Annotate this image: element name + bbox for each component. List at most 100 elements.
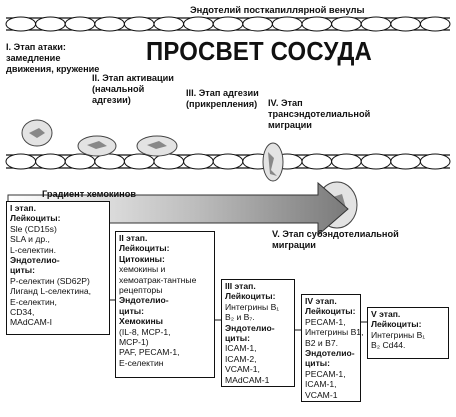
b4-line-6: Эндотелио- (305, 348, 355, 359)
b3-line-3: Интегрины В₁ (225, 301, 280, 312)
b5-line-2: Лейкоциты: (371, 319, 422, 330)
b4-line-3: PECAM-1, (305, 316, 346, 327)
endothelium-top-cell (64, 16, 96, 32)
b5-line-3: Интегрины В₁ (371, 329, 426, 340)
stage-2-label-line-1: II. Этап активации (92, 73, 174, 83)
endothelium-bottom-cell (301, 153, 333, 170)
b2-line-8: циты: (119, 305, 144, 316)
endothelium-top-cell (94, 16, 125, 32)
endothelium-bottom-cell (64, 153, 96, 170)
endothelium-bottom-cell (123, 153, 155, 170)
stage-4-label-line-2: трансэндотелиальной (268, 108, 371, 119)
b3-line-10: MAdCAM-1 (225, 374, 270, 385)
b5-line-4: В₂ Cd44. (371, 340, 406, 351)
b4-line-5: B2 и B7. (305, 337, 338, 348)
endothelium-top-cell (360, 16, 392, 32)
b4-line-4: Интегрины B1, (305, 327, 364, 338)
leukocyte-stage-4 (262, 142, 284, 182)
stage-1-label-line-3: движения, кружение (6, 63, 100, 74)
endothelium-top-cell (242, 16, 273, 32)
b4-line-2: Лейкоциты: (305, 306, 356, 317)
endothelium-bottom-cell (360, 153, 392, 170)
endothelium-top (5, 16, 451, 32)
stage-2-label: II. Этап активации (начальной адгезии) (92, 73, 174, 105)
leukocyte-stage-2 (77, 135, 117, 157)
b3-line-2: Лейкоциты: (225, 291, 276, 302)
leukocyte-1-nucleus (29, 128, 45, 138)
endothelium-bottom-cell (331, 153, 362, 170)
endothelium-top-cell (301, 16, 333, 32)
b4-line-10: VCAM-1 (305, 389, 338, 400)
b1-line-2: Лейкоциты: (10, 213, 61, 224)
b1-line-9: Лиганд L-селектина, (10, 286, 92, 297)
b1-line-5: L-селектин. (10, 244, 56, 255)
b2-line-3: Цитокины: (119, 253, 165, 264)
endothelium-bottom-cell (35, 153, 66, 170)
vessel-title: Эндотелий посткапиллярной венулы (190, 4, 365, 15)
endothelium-top-cell (123, 16, 155, 32)
b3-line-5: Эндотелио- (225, 322, 275, 333)
leukocyte-stage-1 (21, 119, 53, 147)
b1-line-12: MAdCAM-I (10, 317, 53, 328)
b4-line-8: PECAM-1, (305, 368, 346, 379)
b4-line-9: ICAM-1, (305, 379, 337, 390)
stage-3-label-line-2: (прикрепления) (186, 98, 258, 109)
leukocyte-4-nucleus (268, 152, 277, 176)
endothelium-top-cell (419, 16, 451, 32)
b3-line-9: VCAM-1, (225, 364, 260, 375)
b1-line-10: E-селектин, (10, 296, 57, 307)
leukocyte-3-nucleus (147, 141, 167, 149)
b2-line-10: (IL-8, MCP-1, (119, 326, 171, 337)
endothelium-top-cell (390, 16, 421, 32)
b3-line-7: ICAM-1, (225, 343, 257, 354)
b2-line-9: Хемокины (119, 316, 164, 327)
b2-line-1: II этап. (119, 233, 148, 243)
lumen-title: ПРОСВЕТ СОСУДА (146, 36, 373, 66)
b2-line-6: рецепторы (119, 285, 163, 296)
endothelium-bottom-cell (183, 153, 214, 170)
endothelium-top-cell (271, 16, 303, 32)
b2-line-4: хемокины и (119, 264, 166, 275)
b2-line-2: Лейкоциты: (119, 243, 170, 254)
b1-line-8: P-селектин (SD62P) (10, 275, 90, 286)
endothelium-top-cell (212, 16, 244, 32)
b2-line-7: Эндотелио- (119, 295, 169, 306)
stage-1-label-line-1: I. Этап атаки: (6, 42, 66, 52)
chemokine-gradient-label: Градиент хемокинов (42, 189, 136, 199)
endothelium-bottom-cell (5, 153, 37, 170)
b2-line-11: MCP-1) (119, 337, 149, 348)
stage-5-label-line-2: миграции (272, 239, 316, 250)
stage-2-label-line-2: (начальной (92, 83, 145, 94)
stage-5-label-line-1: V. Этап субэндотелиальной (272, 229, 399, 239)
stage-4-molecules-box: IV этап.Лейкоциты:PECAM-1,Интегрины B1,B… (301, 294, 364, 402)
stage-2-label-line-3: адгезии) (92, 94, 131, 105)
stage-5-label: V. Этап субэндотелиальной миграции (272, 229, 399, 251)
b3-line-4: В₂ и В₇. (225, 312, 255, 323)
b1-line-3: Sle (CD15s) (10, 223, 57, 234)
b1-line-11: CD34, (10, 307, 35, 318)
b3-line-6: циты: (225, 333, 250, 344)
endothelium-bottom-cell (390, 153, 421, 170)
b2-line-5: хемоатрак-тантные (119, 274, 197, 285)
endothelium-top-cell (183, 16, 214, 32)
endothelium-top-cell (331, 16, 362, 32)
b4-line-1: IV этап. (305, 296, 337, 306)
leukocyte-stage-3 (136, 135, 178, 157)
stage-3-label: III. Этап адгезии (прикрепления) (186, 88, 259, 110)
b1-line-4: SLA и др., (10, 234, 50, 245)
b1-line-6: Эндотелио- (10, 255, 60, 266)
stage-1-molecules-box: I этап.Лейкоциты:Sle (CD15s)SLA и др.,L-… (6, 201, 110, 335)
stage-3-label-line-1: III. Этап адгезии (186, 88, 259, 98)
stage-4-label-line-1: IV. Этап (268, 98, 303, 108)
leukocyte-2-nucleus (87, 141, 107, 149)
stage-4-label-line-3: миграции (268, 119, 312, 130)
stage-1-label-line-2: замедление (6, 52, 61, 63)
b5-line-1: V этап. (371, 309, 401, 319)
b2-line-13: E-селектин (119, 357, 164, 368)
endothelium-top-cell (153, 16, 185, 32)
